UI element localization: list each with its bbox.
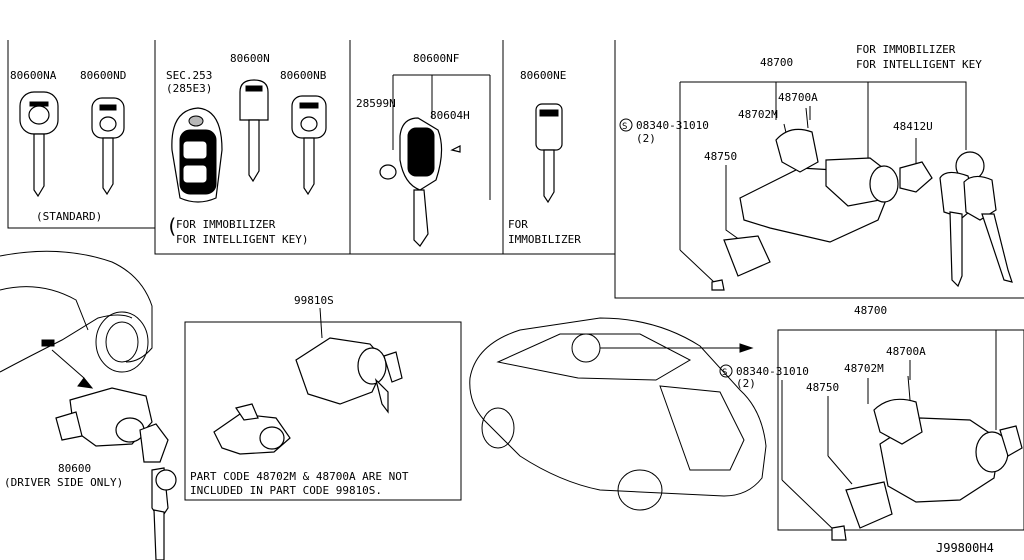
label-80600NF: 80600NF	[413, 52, 459, 65]
label-285e3: (285E3)	[166, 82, 212, 95]
label-standard: (STANDARD)	[36, 210, 102, 223]
keys-pair-top[interactable]	[939, 151, 1013, 288]
label-48750-bot: 48750	[806, 381, 839, 394]
svg-text:S: S	[722, 368, 727, 378]
kit-door-cylinder-99810S[interactable]	[213, 403, 291, 455]
label-immob-ikey-2: FOR INTELLIGENT KEY)	[176, 233, 308, 246]
leader-lines-top	[679, 81, 967, 284]
label-80600NA: 80600NA	[10, 69, 57, 82]
label-immobilizer: IMMOBILIZER	[508, 233, 581, 246]
note-line-1: PART CODE 48702M & 48700A ARE NOT	[190, 470, 409, 483]
label-48700-bot: 48700	[854, 304, 887, 317]
label-48700A-top: 48700A	[778, 91, 818, 104]
note-line-2: INCLUDED IN PART CODE 99810S.	[190, 484, 382, 497]
label-sec253: SEC.253	[166, 69, 212, 82]
label-48412U: 48412U	[893, 120, 933, 133]
paren-open: (	[166, 214, 178, 238]
car-hatchback	[469, 317, 767, 511]
key-80600NB[interactable]	[291, 95, 327, 196]
label-80604H: 80604H	[430, 109, 470, 122]
label-80600: 80600	[58, 462, 91, 475]
label-99810S: 99810S	[294, 294, 334, 307]
key-80600N[interactable]	[239, 79, 269, 183]
kit-ignition-99810S[interactable]	[295, 337, 403, 414]
label-top-right-2: FOR INTELLIGENT KEY	[856, 58, 982, 71]
bolt-symbol-bot: S	[719, 364, 733, 378]
car-side-view	[0, 250, 153, 389]
intelligent-key-fob[interactable]	[171, 107, 223, 203]
label-48700A-bot: 48700A	[886, 345, 926, 358]
key-80600NA[interactable]	[19, 91, 59, 198]
label-bolt-bot-qty: (2)	[736, 377, 756, 390]
bolt-symbol-top: S	[619, 118, 633, 132]
label-immob-ikey-1: FOR IMMOBILIZER	[176, 218, 276, 231]
label-28599N: 28599N	[356, 97, 396, 110]
leader-99810S	[319, 307, 323, 339]
label-driver-side-only: (DRIVER SIDE ONLY)	[4, 476, 123, 489]
label-for: FOR	[508, 218, 528, 231]
label-bolt-bot: 08340-31010	[736, 365, 809, 378]
label-bolt-top-qty: (2)	[636, 132, 656, 145]
label-48702M-bot: 48702M	[844, 362, 884, 375]
label-80600ND: 80600ND	[80, 69, 126, 82]
label-80600N: 80600N	[230, 52, 270, 65]
frame-lines	[7, 40, 1024, 531]
leader-lines-bot	[781, 330, 997, 533]
label-top-right-1: FOR IMMOBILIZER	[856, 43, 956, 56]
label-bolt-top: 08340-31010	[636, 119, 709, 132]
key-80600NE[interactable]	[535, 103, 563, 204]
ignition-assembly-top[interactable]	[711, 107, 933, 291]
diagram-code: J99800H4	[936, 541, 994, 555]
label-48700-top: 48700	[760, 56, 793, 69]
label-80600NB: 80600NB	[280, 69, 327, 82]
label-48702M-top: 48702M	[738, 108, 778, 121]
label-80600NE: 80600NE	[520, 69, 566, 82]
remote-key-80600NF[interactable]	[379, 74, 491, 247]
label-48750-top: 48750	[704, 150, 737, 163]
driver-door-lock-cylinder[interactable]	[55, 387, 177, 560]
key-80600ND[interactable]	[91, 97, 125, 196]
svg-text:S: S	[622, 122, 627, 132]
ignition-assembly-bot[interactable]	[831, 375, 1023, 541]
